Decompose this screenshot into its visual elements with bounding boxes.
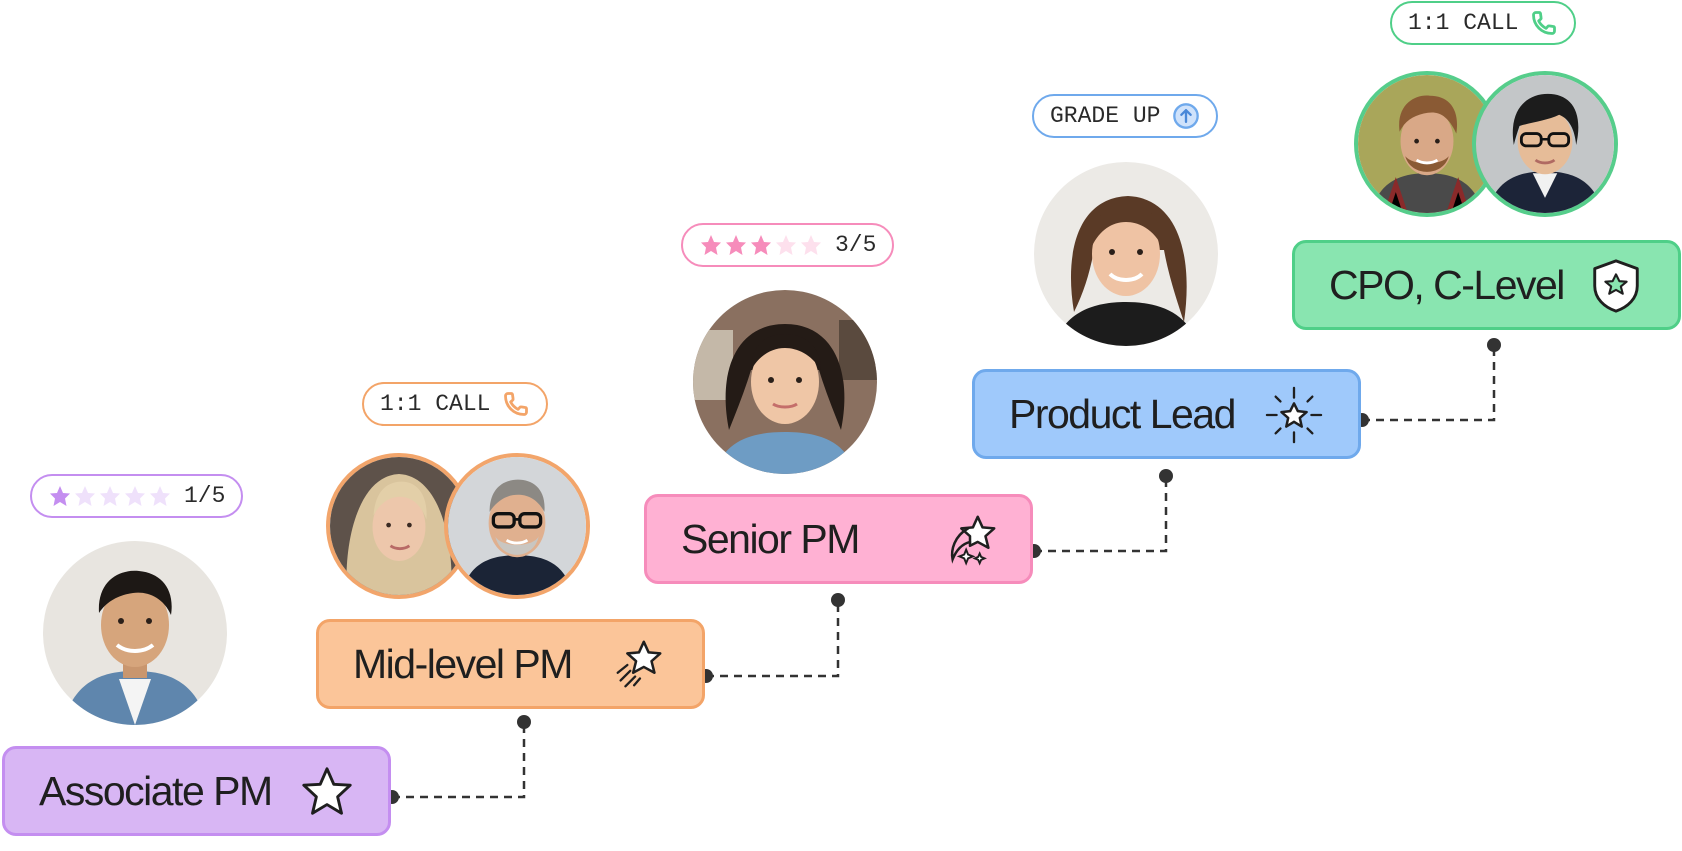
glowing-star-icon [1265,386,1323,444]
star-filled-icon [50,486,70,506]
grade-up-badge[interactable]: GRADE UP [1032,94,1219,138]
step-associate-pm[interactable]: Associate PM [2,746,391,836]
shield-star-icon [1587,257,1645,315]
step-mid-level-pm[interactable]: Mid-level PM [316,619,705,709]
star-filled-icon [751,235,771,255]
step-label: CPO, C-Level [1329,261,1565,308]
star-empty-icon [150,486,170,506]
step-cpo-c-level[interactable]: CPO, C-Level [1292,240,1681,330]
star-empty-icon [125,486,145,506]
grade-text: GRADE UP [1050,103,1161,129]
step-label: Product Lead [1009,390,1236,437]
avatar-senior [693,290,877,474]
star-empty-icon [100,486,120,506]
avatar-mid-level-2 [444,453,590,599]
arrow-up-circle-icon [1172,102,1200,130]
avatar-product-lead [1034,162,1218,346]
step-senior-pm[interactable]: Senior PM [644,494,1033,584]
star-filled-icon [726,235,746,255]
call-text: 1:1 CALL [380,391,491,417]
phone-icon [502,390,530,418]
star-filled-icon [701,235,721,255]
star-empty-icon [801,235,821,255]
call-text: 1:1 CALL [1408,10,1519,36]
rating-text: 1/5 [184,483,226,509]
step-label: Senior PM [681,515,860,562]
avatar-associate [43,541,227,725]
star-outline-icon [298,763,356,821]
rating-badge-senior: 3/5 [681,223,895,267]
avatar-cpo-2 [1472,71,1618,217]
step-label: Associate PM [39,767,273,814]
step-label: Mid-level PM [353,640,573,687]
step-product-lead[interactable]: Product Lead [972,369,1361,459]
rating-text: 3/5 [835,232,877,258]
rating-badge-associate: 1/5 [30,474,244,518]
call-badge-mid-level[interactable]: 1:1 CALL [362,382,549,426]
sparkle-star-icon [941,511,999,569]
phone-icon [1530,9,1558,37]
rating-stars [48,484,172,508]
rating-stars [699,233,823,257]
shooting-star-icon [609,636,667,694]
star-empty-icon [776,235,796,255]
star-empty-icon [75,486,95,506]
call-badge-cpo[interactable]: 1:1 CALL [1390,1,1577,45]
